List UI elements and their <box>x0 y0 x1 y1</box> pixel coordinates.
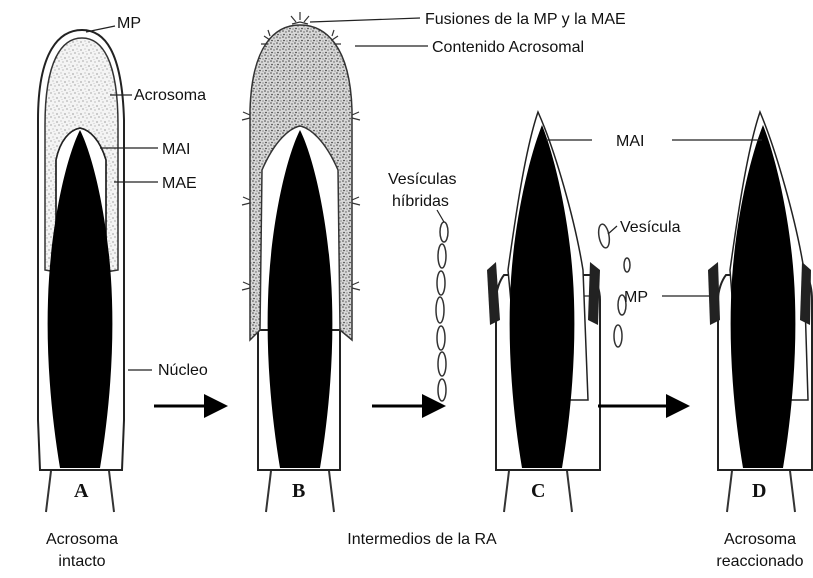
cell-c <box>487 112 600 512</box>
label-contenido: Contenido Acrosomal <box>432 39 584 56</box>
label-acrosoma: Acrosoma <box>134 87 206 104</box>
hybrid-vesicles <box>436 222 448 401</box>
label-mp-cd: MP <box>624 289 648 306</box>
caption-d-line2: reaccionado <box>716 553 803 570</box>
label-nucleo: Núcleo <box>158 362 208 379</box>
label-mae-a: MAE <box>162 175 197 192</box>
caption-a-line2: intacto <box>58 553 105 570</box>
panel-letter-d: D <box>752 480 766 502</box>
caption-middle: Intermedios de la RA <box>347 531 497 548</box>
vesicles <box>597 223 630 347</box>
label-vesiculas-1: Vesículas <box>388 171 456 188</box>
label-mp-top: MP <box>117 15 141 32</box>
panel-letter-a: A <box>74 480 89 502</box>
label-vesiculas-2: híbridas <box>392 193 449 210</box>
label-vesicula: Vesícula <box>620 219 681 236</box>
label-mai-cd: MAI <box>616 133 644 150</box>
cell-a <box>38 30 124 512</box>
caption-d-line1: Acrosoma <box>724 531 796 548</box>
cell-d <box>708 112 812 512</box>
cell-b <box>242 12 360 512</box>
label-mai-a: MAI <box>162 141 190 158</box>
label-fusiones: Fusiones de la MP y la MAE <box>425 11 626 28</box>
panel-letter-c: C <box>531 480 545 502</box>
caption-a-line1: Acrosoma <box>46 531 118 548</box>
panel-letter-b: B <box>292 480 305 502</box>
